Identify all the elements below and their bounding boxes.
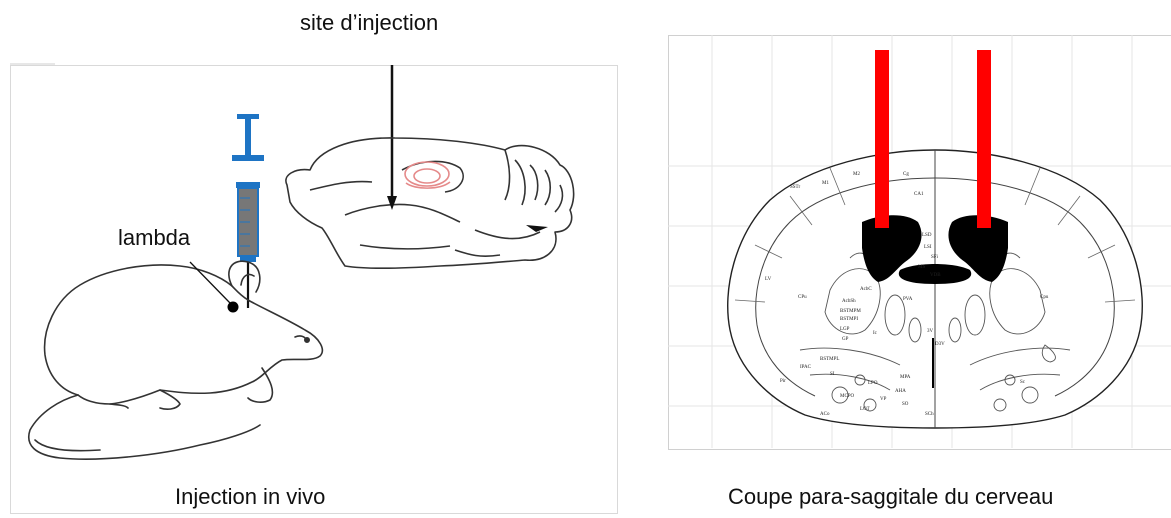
lambda-label: lambda — [118, 225, 190, 251]
caption-brain-section: Coupe para-saggitale du cerveau — [728, 484, 1053, 510]
svg-text:LSD: LSD — [922, 233, 932, 238]
svg-text:AcbC: AcbC — [860, 287, 872, 292]
svg-text:SFi: SFi — [931, 255, 939, 260]
svg-text:3V: 3V — [927, 329, 934, 334]
svg-text:BSTMPI: BSTMPI — [840, 317, 858, 322]
svg-text:AcbSh: AcbSh — [842, 299, 856, 304]
svg-text:LSI: LSI — [924, 245, 932, 250]
injection-arrow-head — [387, 196, 397, 210]
svg-text:SCh: SCh — [925, 412, 934, 417]
svg-text:Pir: Pir — [780, 379, 786, 384]
svg-text:VP: VP — [880, 397, 887, 402]
svg-text:VDB: VDB — [930, 273, 941, 278]
target-region — [405, 162, 450, 188]
svg-text:LOT: LOT — [860, 407, 870, 412]
svg-text:GP: GP — [842, 337, 849, 342]
svg-text:Cg: Cg — [903, 172, 909, 177]
lambda-dot — [228, 302, 239, 313]
svg-text:CA1: CA1 — [914, 192, 924, 197]
svg-text:MCPO: MCPO — [840, 394, 855, 399]
svg-text:MPA: MPA — [900, 375, 911, 380]
svg-text:MS: MS — [918, 265, 925, 270]
svg-text:LPO: LPO — [868, 381, 878, 386]
coronal-section-drawing: SSTr M1 M2 Cg CA1 LSD LSI SFi MS VDB Acb… — [668, 35, 1171, 448]
svg-text:BSTMPM: BSTMPM — [840, 309, 861, 314]
caption-in-vivo: Injection in vivo — [175, 484, 325, 510]
svg-text:M1: M1 — [822, 181, 829, 186]
svg-text:CPu: CPu — [798, 295, 807, 300]
svg-text:M2: M2 — [853, 172, 860, 177]
svg-text:D3V: D3V — [935, 342, 945, 347]
probe-left — [875, 50, 889, 228]
svg-text:IPAC: IPAC — [800, 365, 812, 370]
svg-text:LV: LV — [765, 277, 772, 282]
svg-text:LGP: LGP — [840, 327, 850, 332]
svg-text:ACo: ACo — [820, 412, 830, 417]
sagittal-brain-drawing — [286, 138, 574, 268]
svg-text:PVA: PVA — [903, 297, 913, 302]
svg-text:Sc: Sc — [1020, 380, 1026, 385]
svg-text:AHA: AHA — [895, 389, 906, 394]
svg-text:Cpu: Cpu — [1040, 295, 1049, 300]
svg-text:SO: SO — [902, 402, 909, 407]
mouse-drawing — [29, 261, 323, 459]
svg-text:BSTMPL: BSTMPL — [820, 357, 839, 362]
svg-text:SSTr: SSTr — [790, 185, 800, 190]
svg-text:SI: SI — [830, 372, 835, 377]
lambda-pointer-line — [190, 262, 230, 303]
brain-dark-mark — [526, 225, 548, 232]
probe-right — [977, 50, 991, 228]
